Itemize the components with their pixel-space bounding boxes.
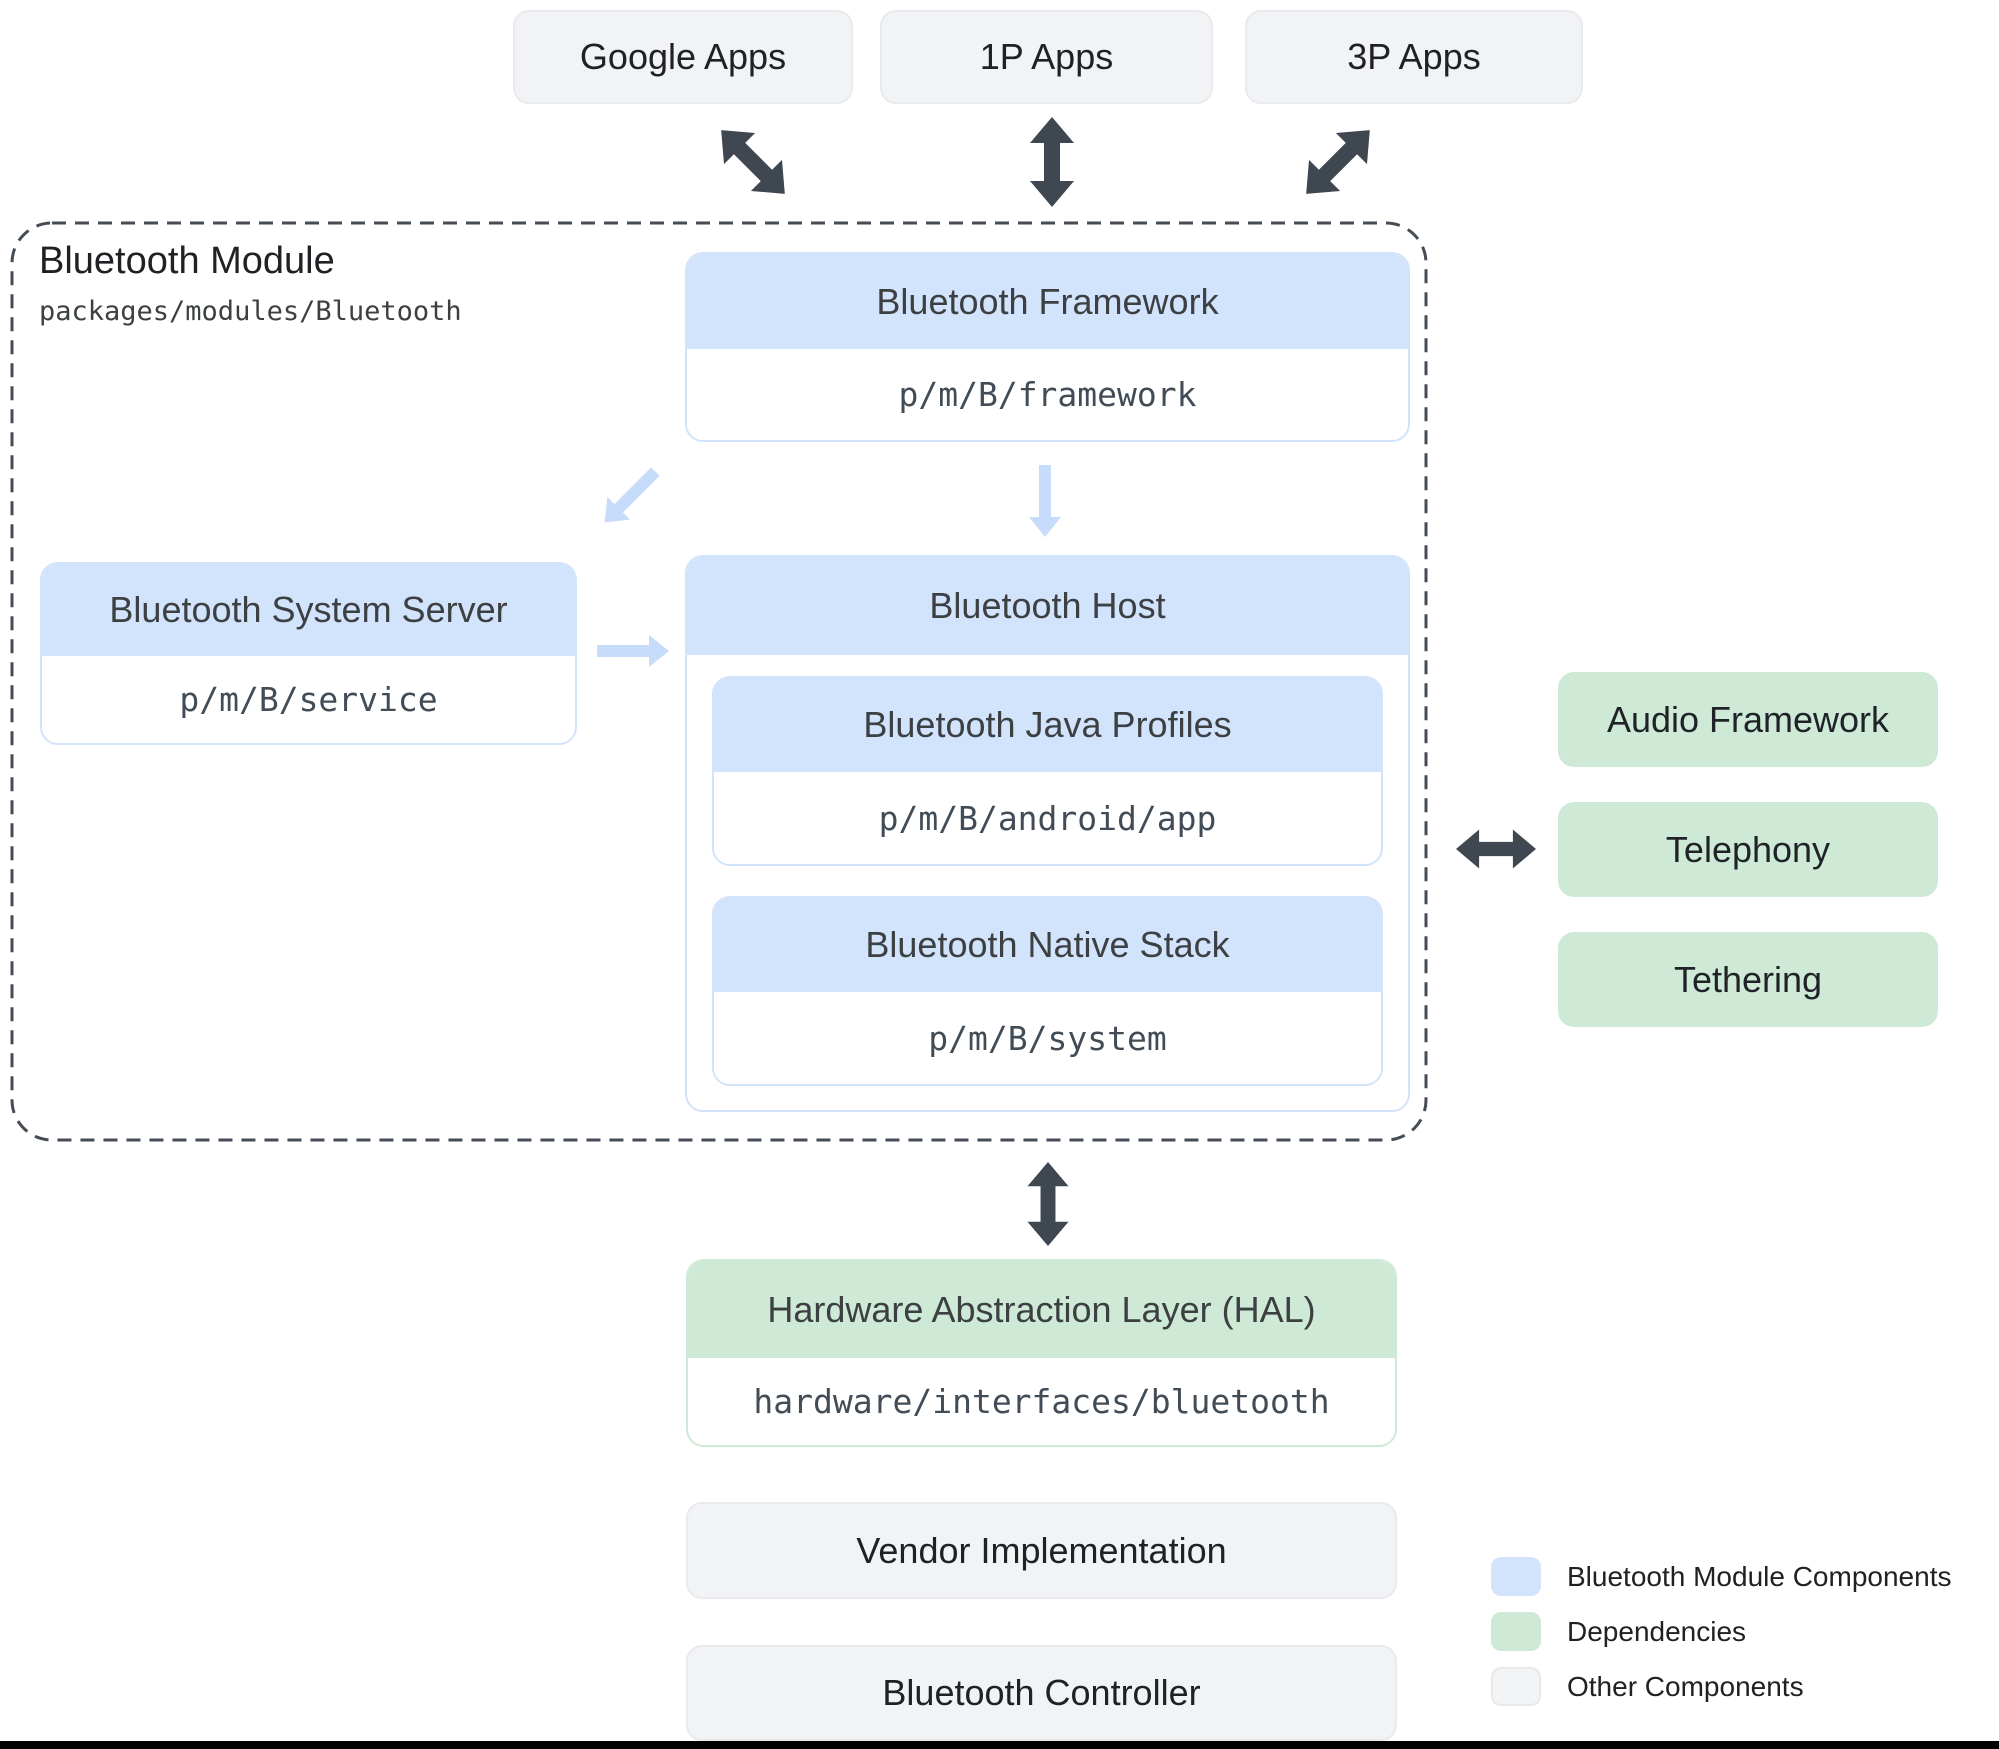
bluetooth-host-box: Bluetooth Host Bluetooth Java Profiles p… bbox=[685, 555, 1410, 1112]
down-arrow-icon bbox=[1029, 465, 1061, 537]
legend-label: Dependencies bbox=[1567, 1615, 1747, 1647]
legend-label: Bluetooth Module Components bbox=[1567, 1560, 1952, 1592]
diagonal-double-arrow-icon bbox=[706, 115, 801, 210]
vendor-implementation-box: Vendor Implementation bbox=[686, 1502, 1397, 1599]
bluetooth-system-server-path: p/m/B/service bbox=[42, 656, 575, 743]
bluetooth-host-body: Bluetooth Java Profiles p/m/B/android/ap… bbox=[687, 655, 1408, 1110]
google-apps-box: Google Apps bbox=[513, 10, 853, 104]
bluetooth-system-server-box: Bluetooth System Server p/m/B/service bbox=[40, 562, 577, 745]
bluetooth-controller-label: Bluetooth Controller bbox=[882, 1672, 1201, 1713]
bluetooth-module-path: packages/modules/Bluetooth bbox=[39, 295, 462, 327]
audio-framework-label: Audio Framework bbox=[1606, 698, 1890, 740]
bluetooth-controller-box: Bluetooth Controller bbox=[686, 1645, 1397, 1741]
tethering-label: Tethering bbox=[1673, 958, 1823, 1000]
bluetooth-module-boundary bbox=[10, 221, 1428, 1142]
bluetooth-native-stack-path: p/m/B/system bbox=[714, 992, 1381, 1084]
tethering-box: Tethering bbox=[1558, 932, 1938, 1027]
legend-row-other-components: Other Components bbox=[1491, 1667, 1804, 1706]
bluetooth-native-stack-box: Bluetooth Native Stack p/m/B/system bbox=[712, 896, 1383, 1086]
bluetooth-native-stack-title: Bluetooth Native Stack bbox=[714, 898, 1381, 992]
legend-swatch-blue bbox=[1491, 1557, 1541, 1596]
legend-swatch-green bbox=[1491, 1612, 1541, 1651]
bluetooth-system-server-title: Bluetooth System Server bbox=[42, 564, 575, 656]
first-party-apps-box: 1P Apps bbox=[880, 10, 1213, 104]
hal-title: Hardware Abstraction Layer (HAL) bbox=[688, 1261, 1395, 1358]
first-party-apps-label: 1P Apps bbox=[979, 36, 1114, 77]
third-party-apps-box: 3P Apps bbox=[1245, 10, 1583, 104]
bluetooth-framework-path: p/m/B/framework bbox=[687, 349, 1408, 440]
hal-box: Hardware Abstraction Layer (HAL) hardwar… bbox=[686, 1259, 1397, 1447]
bluetooth-host-title: Bluetooth Host bbox=[687, 557, 1408, 655]
legend-swatch-gray bbox=[1491, 1667, 1541, 1706]
right-arrow-icon bbox=[597, 635, 669, 667]
telephony-box: Telephony bbox=[1558, 802, 1938, 897]
vendor-implementation-label: Vendor Implementation bbox=[856, 1529, 1227, 1571]
third-party-apps-label: 3P Apps bbox=[1347, 36, 1481, 77]
bluetooth-java-profiles-path: p/m/B/android/app bbox=[714, 772, 1381, 864]
bottom-edge-strip bbox=[0, 1741, 1999, 1749]
legend-row-module-components: Bluetooth Module Components bbox=[1491, 1557, 1951, 1596]
telephony-label: Telephony bbox=[1665, 828, 1831, 870]
bluetooth-framework-box: Bluetooth Framework p/m/B/framework bbox=[685, 252, 1410, 442]
vertical-double-arrow-icon bbox=[1026, 1162, 1070, 1246]
down-left-arrow-icon bbox=[593, 460, 667, 534]
diagonal-double-arrow-icon bbox=[1291, 115, 1386, 210]
audio-framework-box: Audio Framework bbox=[1558, 672, 1938, 767]
bluetooth-framework-title: Bluetooth Framework bbox=[687, 254, 1408, 349]
legend-label: Other Components bbox=[1567, 1670, 1804, 1702]
horizontal-double-arrow-icon bbox=[1456, 829, 1536, 869]
google-apps-label: Google Apps bbox=[579, 36, 787, 77]
vertical-double-arrow-icon bbox=[1030, 117, 1074, 207]
bluetooth-module-title: Bluetooth Module bbox=[39, 240, 335, 282]
bluetooth-java-profiles-box: Bluetooth Java Profiles p/m/B/android/ap… bbox=[712, 676, 1383, 866]
bluetooth-java-profiles-title: Bluetooth Java Profiles bbox=[714, 678, 1381, 772]
hal-path: hardware/interfaces/bluetooth bbox=[688, 1358, 1395, 1445]
legend-row-dependencies: Dependencies bbox=[1491, 1612, 1746, 1651]
bluetooth-module-heading: Bluetooth Module packages/modules/Blueto… bbox=[39, 238, 462, 327]
